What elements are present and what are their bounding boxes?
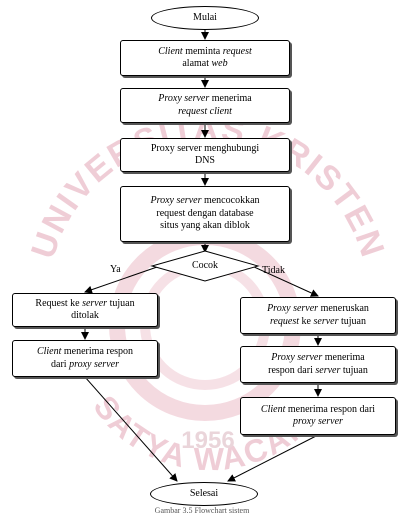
text-run: meneruskan	[318, 303, 369, 314]
text-run: Client	[36, 346, 62, 357]
figure-caption: Gambar 3.5 Flowchart sistem	[154, 506, 250, 515]
text-run: tujuan	[340, 364, 368, 376]
text-run: menerima respon dari	[285, 403, 376, 415]
text-line: request dengan database	[150, 208, 259, 221]
end-terminal: Selesai	[150, 482, 258, 506]
text-run: dari	[51, 358, 70, 370]
text-run: Client	[260, 403, 286, 415]
text-line: Proxy server mencocokkan	[150, 195, 259, 208]
text-run: request	[222, 45, 252, 57]
text-line: respon dari server tujuan	[268, 365, 368, 378]
text-run: mencocokkan	[201, 195, 260, 207]
text-line: Proxy server meneruskan	[267, 303, 369, 316]
text-run: respon dari	[268, 364, 316, 376]
text-line: Client menerima respon	[37, 346, 133, 359]
text-run: Proxy server menghubungi	[150, 142, 260, 154]
text-line: alamat web	[158, 58, 252, 71]
arrow-decision-no	[251, 265, 319, 297]
text-line: situs yang akan diblok	[150, 220, 259, 233]
text-run: ke	[299, 315, 314, 327]
text-line: Request ke server tujuan	[35, 298, 134, 311]
text-line: Proxy server menerima	[158, 93, 251, 106]
text-line: proxy server	[261, 416, 375, 429]
text-run: server	[313, 315, 339, 327]
text-run: server	[82, 297, 108, 309]
text-line: request ke server tujuan	[267, 316, 369, 329]
text-run: situs yang akan diblok	[160, 220, 250, 232]
text-line: Proxy server menerima	[268, 352, 368, 365]
text-run: menerima	[322, 352, 365, 363]
text-run: alamat	[182, 58, 212, 69]
text-line: Client meminta request	[158, 46, 252, 59]
decision-no-label: Tidak	[262, 265, 285, 276]
text-line: request client	[158, 106, 251, 119]
text-run: Client	[158, 45, 183, 57]
text-line: Client menerima respon dari	[261, 404, 375, 417]
text-run: ditolak	[71, 310, 99, 321]
text-run: menerima respon	[61, 346, 134, 357]
text-run: menerima	[209, 93, 252, 104]
text-line: Proxy server menghubungi	[151, 143, 259, 156]
text-run: proxy server	[69, 358, 119, 370]
end-label: Selesai	[189, 487, 219, 499]
text-run: request	[269, 315, 300, 327]
decision-yes-label: Ya	[110, 264, 121, 275]
text-run: meminta	[182, 45, 223, 57]
decision-text: Cocok	[191, 259, 219, 271]
text-run: Proxy server	[267, 303, 319, 314]
text-run: web	[211, 58, 228, 69]
decision-label: Cocok	[172, 258, 238, 274]
text-run: DNS	[194, 155, 215, 166]
start-label: Mulai	[193, 11, 217, 23]
text-line: dari proxy server	[37, 359, 133, 372]
decision-diamond	[150, 250, 260, 282]
start-terminal: Mulai	[151, 6, 259, 30]
text-run: proxy server	[293, 416, 343, 427]
text-run: tujuan	[338, 315, 366, 327]
text-run: Proxy server	[158, 93, 210, 104]
text-run: Proxy server	[271, 352, 323, 363]
text-run: request client	[178, 105, 232, 117]
arrow-left2-to-end	[84, 376, 178, 482]
text-run: tujuan	[107, 297, 135, 309]
arrow-decision-yes	[84, 265, 161, 294]
text-run: server	[315, 364, 341, 376]
text-run: Request ke	[35, 297, 83, 309]
text-line: DNS	[151, 155, 259, 168]
text-run: request dengan database	[156, 207, 254, 219]
arrow-right3-to-end	[227, 434, 319, 482]
text-run: Proxy server	[150, 195, 202, 207]
text-line: ditolak	[35, 310, 134, 323]
